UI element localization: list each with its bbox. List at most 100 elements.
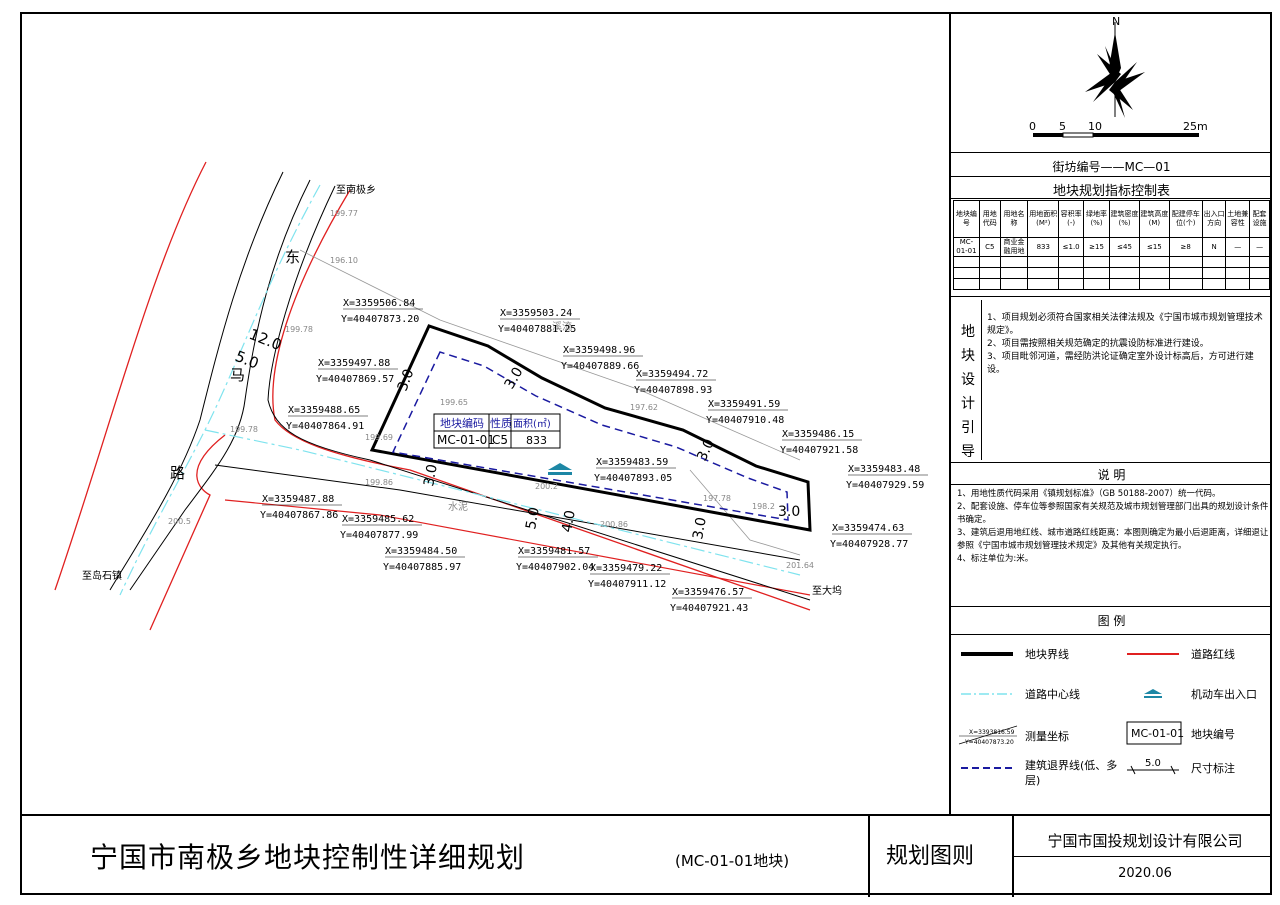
drawing-title: 宁国市南极乡地块控制性详细规划 bbox=[90, 841, 526, 874]
table-cell: ≤45 bbox=[1109, 237, 1141, 257]
table-cell: ≥15 bbox=[1082, 237, 1111, 257]
scale-25: 25m bbox=[1183, 120, 1208, 133]
guide-item: 2、项目需按照相关规范确定的抗震设防标准进行建设。 bbox=[987, 339, 1209, 349]
design-guide-label: 地块设计引导 bbox=[959, 320, 977, 464]
road-red-line bbox=[149, 434, 226, 631]
legend-label: 机动车出入口 bbox=[1191, 687, 1257, 701]
coord-x: X=3359474.63 bbox=[832, 523, 904, 534]
vehicle-entrance-icon bbox=[548, 463, 572, 475]
table-cell: C5 bbox=[978, 237, 1001, 257]
dim-setback: 3.0 bbox=[694, 437, 718, 464]
legend: X=3393816.59 Y=40407873.20 MC-01-01 5.0 … bbox=[958, 647, 1257, 787]
elevation-label: 198.2 bbox=[752, 502, 775, 511]
road-name-char: 马 bbox=[230, 366, 245, 384]
drawing-subtitle: (MC-01-01地块) bbox=[675, 852, 790, 870]
table-header-cell: 容积率(-) bbox=[1058, 200, 1084, 238]
table-cell: N bbox=[1201, 237, 1227, 257]
parcel-box-nature: C5 bbox=[492, 433, 508, 447]
road-center-line bbox=[119, 184, 321, 596]
coord-y: Y=40407869.57 bbox=[316, 374, 394, 385]
table-header-cell: 建筑密度(%) bbox=[1109, 200, 1141, 238]
road-edge bbox=[214, 464, 801, 561]
elevation-label: 200.86 bbox=[600, 520, 628, 529]
coord-x: X=3359503.24 bbox=[500, 308, 572, 319]
coord-y: Y=40407889.66 bbox=[561, 361, 639, 372]
coord-y: Y=40407898.93 bbox=[634, 385, 712, 396]
legend-title: 图 例 bbox=[1097, 614, 1126, 628]
table-cell: — bbox=[1249, 237, 1270, 257]
elevation-label: 201.64 bbox=[786, 561, 814, 570]
elevation-label: 199.69 bbox=[365, 433, 393, 442]
coord-y: Y=40407881.25 bbox=[498, 324, 576, 335]
road-name-char: 路 bbox=[170, 464, 185, 482]
legend-code-text: MC-01-01 bbox=[1131, 727, 1184, 740]
dim-setback: 3.0 bbox=[690, 516, 710, 541]
direction-dawu: 至大坞 bbox=[812, 584, 842, 597]
coord-x: X=3359506.84 bbox=[343, 298, 415, 309]
guide-label-char: 计 bbox=[961, 396, 975, 412]
elevation-label: 199.65 bbox=[440, 398, 468, 407]
coord-y: Y=40407929.59 bbox=[846, 480, 924, 491]
coord-x: X=3359483.48 bbox=[848, 464, 920, 475]
coord-y: Y=40407921.58 bbox=[780, 445, 858, 456]
table-cell: 商业金融用地 bbox=[999, 237, 1029, 257]
coord-x: X=3359486.15 bbox=[782, 429, 854, 440]
road-red-line bbox=[272, 189, 811, 611]
coord-x: X=3359485.62 bbox=[342, 514, 414, 525]
table-header-cell: 地块编号 bbox=[953, 200, 980, 238]
coord-y: Y=40407910.48 bbox=[706, 415, 784, 426]
drawing-type: 规划图则 bbox=[886, 844, 975, 869]
legend-label: 测量坐标 bbox=[1025, 729, 1069, 743]
table-cell: 833 bbox=[1027, 237, 1060, 257]
stream-label: 溪流 bbox=[552, 320, 572, 333]
guide-label-char: 引 bbox=[961, 420, 975, 436]
setback-line bbox=[391, 351, 789, 521]
elevation-label: 199.78 bbox=[230, 425, 258, 434]
table-header-cell: 用地代码 bbox=[978, 200, 1001, 238]
coord-y: Y=40407928.77 bbox=[830, 539, 908, 550]
coord-y: Y=40407911.12 bbox=[588, 579, 666, 590]
legend-label: 地块编号 bbox=[1191, 727, 1235, 741]
dim-road-width: 12.0 bbox=[247, 325, 285, 354]
explanation-item: 1、用地性质代码采用《镇规划标准》（GB 50188-2007）统一代码。 bbox=[957, 489, 1221, 499]
north-arrow: N 0 5 10 25m bbox=[1029, 15, 1208, 138]
road-name-char: 东 bbox=[285, 248, 300, 266]
elevation-label: 197.62 bbox=[630, 403, 658, 412]
guide-item: 1、项目规划必须符合国家相关法律法规及《宁国市城市规划管理技术规定》。 bbox=[987, 313, 1263, 336]
coord-y: Y=40407885.97 bbox=[383, 562, 461, 573]
elevation-label: 199.86 bbox=[365, 478, 393, 487]
coord-x: X=3359481.57 bbox=[518, 546, 590, 557]
elevation-label: 197.78 bbox=[703, 494, 731, 503]
info-panel: N 0 5 10 25m 街坊编号——MC—01 地块规划指标控制表 地块编号用… bbox=[949, 12, 1272, 814]
legend-label: 尺寸标注 bbox=[1191, 761, 1235, 775]
coord-x: X=3359476.57 bbox=[672, 587, 744, 598]
legend-label: 建筑退界线(低、多层) bbox=[1025, 759, 1118, 787]
dim-setback: 3.0 bbox=[421, 463, 441, 488]
guide-label-char: 设 bbox=[961, 372, 975, 388]
table-cell: ≥8 bbox=[1168, 237, 1203, 257]
coord-x: X=3359497.88 bbox=[318, 358, 390, 369]
legend-coord-y: Y=40407873.20 bbox=[964, 739, 1014, 746]
legend-label: 道路红线 bbox=[1191, 647, 1235, 661]
drawing-frame bbox=[20, 12, 1272, 895]
elevation-label: 199.77 bbox=[330, 209, 358, 218]
coord-x: X=3359479.22 bbox=[590, 563, 662, 574]
coord-x: X=3359498.96 bbox=[563, 345, 635, 356]
coord-y: Y=40407867.86 bbox=[260, 510, 338, 521]
control-table: 地块编号用地代码用地名称用地面积(M²)容积率(-)绿地率(%)建筑密度(%)建… bbox=[953, 200, 1270, 290]
scale-0: 0 bbox=[1029, 120, 1036, 133]
coord-y: Y=40407893.05 bbox=[594, 473, 672, 484]
scale-bar bbox=[1033, 132, 1199, 138]
cement-label: 水泥 bbox=[448, 500, 468, 513]
explanation-item: 4、标注单位为:米。 bbox=[957, 554, 1034, 564]
dim-setback: 3.0 bbox=[778, 504, 800, 520]
scale-5: 5 bbox=[1059, 120, 1066, 133]
title-block: 宁国市南极乡地块控制性详细规划 (MC-01-01地块) 规划图则 宁国市国投规… bbox=[20, 814, 1272, 897]
north-label: N bbox=[1112, 15, 1120, 28]
road-edge bbox=[109, 171, 284, 591]
guide-label-char: 块 bbox=[961, 348, 975, 364]
guide-label-char: 导 bbox=[961, 444, 975, 460]
legend-coord-line bbox=[958, 725, 1018, 745]
block-id: 街坊编号——MC—01 bbox=[1052, 160, 1171, 174]
legend-entrance-icon bbox=[1144, 689, 1162, 698]
